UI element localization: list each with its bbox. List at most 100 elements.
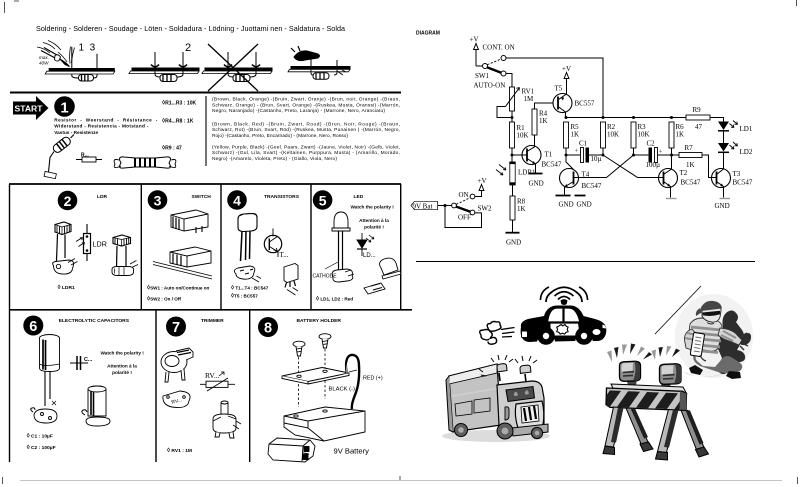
svg-text:3: 3 bbox=[154, 193, 162, 209]
svg-text:T1: T1 bbox=[545, 151, 553, 159]
svg-text:1K: 1K bbox=[539, 117, 548, 125]
svg-text:SW2: SW2 bbox=[478, 205, 493, 213]
svg-text:2: 2 bbox=[185, 42, 191, 54]
svg-text:BLACK (-): BLACK (-) bbox=[329, 387, 355, 393]
svg-text:R5: R5 bbox=[571, 123, 580, 131]
svg-text:◊ T1...T4 : BC547: ◊ T1...T4 : BC547 bbox=[231, 285, 269, 292]
svg-text:LD...: LD... bbox=[363, 253, 376, 259]
svg-text:◊ C1 : 10µF: ◊ C1 : 10µF bbox=[27, 433, 53, 440]
svg-text:9V Battery: 9V Battery bbox=[334, 447, 370, 456]
svg-text:CATHODE: CATHODE bbox=[313, 274, 338, 280]
svg-text:max.: max. bbox=[39, 55, 49, 60]
svg-text:Schwarz) -(Gul, Lila, Svart) -: Schwarz) -(Gul, Lila, Svart) -(Keltainen… bbox=[212, 150, 400, 156]
svg-text:◊ RV1 : 1M: ◊ RV1 : 1M bbox=[167, 447, 192, 454]
svg-text:ON: ON bbox=[459, 191, 469, 199]
svg-text:LDR: LDR bbox=[93, 240, 107, 249]
svg-text:◊R4...R8 : 1K: ◊R4...R8 : 1K bbox=[162, 118, 194, 125]
svg-text:Widerstand - Resistencia - Mot: Widerstand - Resistencia - Motstand - bbox=[54, 124, 148, 129]
svg-text:7: 7 bbox=[172, 320, 180, 336]
svg-text:100µ: 100µ bbox=[646, 161, 661, 169]
svg-text:LDR: LDR bbox=[97, 194, 108, 200]
svg-text:◊ LDR1: ◊ LDR1 bbox=[58, 284, 75, 291]
svg-text:BC547: BC547 bbox=[582, 182, 602, 190]
svg-text:Attention à la: Attention à la bbox=[107, 364, 137, 369]
svg-text:◊SW2 : On / Off: ◊SW2 : On / Off bbox=[147, 296, 181, 303]
svg-text:C2: C2 bbox=[647, 140, 656, 148]
svg-text:◊T5 : BC557: ◊T5 : BC557 bbox=[231, 293, 258, 300]
svg-text:6: 6 bbox=[29, 319, 37, 335]
svg-text:AUTO-ON: AUTO-ON bbox=[474, 82, 506, 90]
svg-text:T3: T3 bbox=[733, 170, 741, 178]
svg-text:R8: R8 bbox=[517, 198, 526, 206]
svg-text:2: 2 bbox=[64, 193, 72, 209]
svg-text:BC547: BC547 bbox=[733, 179, 753, 187]
svg-text:10K: 10K bbox=[607, 131, 619, 139]
svg-text:T2: T2 bbox=[680, 169, 688, 177]
svg-text:8: 8 bbox=[264, 321, 272, 337]
svg-text:4: 4 bbox=[233, 193, 241, 209]
svg-text:Watch the polarity !: Watch the polarity ! bbox=[101, 351, 145, 356]
svg-text:RED (+): RED (+) bbox=[363, 376, 383, 382]
svg-text:OFF: OFF bbox=[458, 214, 471, 222]
svg-text:ELECTROLYTIC CAPACITORS: ELECTROLYTIC CAPACITORS bbox=[59, 318, 130, 324]
svg-text:GND: GND bbox=[559, 201, 574, 209]
svg-text:T...: T... bbox=[280, 251, 289, 259]
svg-text:1M: 1M bbox=[524, 95, 535, 103]
svg-text:+V: +V bbox=[478, 177, 487, 185]
svg-text:R2: R2 bbox=[607, 123, 616, 131]
svg-text:GND: GND bbox=[577, 201, 592, 209]
svg-text:SW1: SW1 bbox=[475, 72, 490, 80]
svg-text:Soldering - Solderen - Soudage: Soldering - Solderen - Soudage - Löten -… bbox=[36, 24, 345, 33]
svg-text:R9: R9 bbox=[693, 106, 702, 114]
svg-text:Rojo) -(Castanho, Preto, Encar: Rojo) -(Castanho, Preto, Encarnado) - (M… bbox=[212, 133, 348, 139]
svg-text:R6: R6 bbox=[676, 123, 685, 131]
svg-text:R1: R1 bbox=[517, 124, 526, 132]
svg-text:47: 47 bbox=[695, 123, 703, 131]
svg-text:TRIMMER: TRIMMER bbox=[201, 318, 224, 324]
svg-text:1K: 1K bbox=[686, 161, 695, 169]
svg-text:LED: LED bbox=[354, 194, 364, 200]
svg-text:TRANSISTORS: TRANSISTORS bbox=[264, 194, 300, 200]
svg-text:9V Bat: 9V Bat bbox=[413, 203, 433, 211]
svg-text:Watch the polarity !: Watch the polarity ! bbox=[351, 205, 395, 210]
svg-text:BC547: BC547 bbox=[542, 161, 562, 169]
svg-text:(Brown, Black, Orange) -(Bruin: (Brown, Black, Orange) -(Bruin, Zwart, O… bbox=[212, 97, 400, 103]
svg-text:1 3: 1 3 bbox=[79, 43, 96, 54]
svg-text:C1: C1 bbox=[579, 140, 588, 148]
svg-text:R...: R... bbox=[81, 153, 89, 159]
svg-text:SWITCH: SWITCH bbox=[192, 194, 212, 200]
svg-text:Attention à la: Attention à la bbox=[359, 218, 389, 223]
svg-text:T5: T5 bbox=[555, 85, 563, 93]
svg-text:BATTERY HOLDER: BATTERY HOLDER bbox=[297, 318, 342, 324]
svg-text:1K: 1K bbox=[571, 131, 580, 139]
svg-text:40W: 40W bbox=[39, 61, 49, 66]
svg-text:◊SW1 : Auto on/Continue on: ◊SW1 : Auto on/Continue on bbox=[147, 285, 210, 292]
svg-text:RV1: RV1 bbox=[522, 88, 535, 96]
svg-text:Vastus - Resistenze: Vastus - Resistenze bbox=[54, 130, 98, 135]
svg-text:◊R9 : 47: ◊R9 : 47 bbox=[162, 145, 182, 152]
svg-text:polarité !: polarité ! bbox=[364, 224, 384, 229]
svg-text:GND: GND bbox=[715, 202, 730, 210]
svg-text:LD1: LD1 bbox=[740, 125, 753, 133]
svg-text:+V: +V bbox=[470, 36, 479, 44]
svg-text:10K: 10K bbox=[638, 131, 650, 139]
svg-text:1K: 1K bbox=[676, 131, 685, 139]
svg-text:T4: T4 bbox=[582, 171, 590, 179]
svg-text:BC557: BC557 bbox=[575, 100, 595, 108]
svg-text:+: + bbox=[575, 148, 579, 155]
svg-text:◊R1...R3 : 10K: ◊R1...R3 : 10K bbox=[162, 100, 197, 107]
svg-text:+V: +V bbox=[562, 65, 571, 73]
svg-text:GND: GND bbox=[506, 239, 521, 247]
svg-text:Schwarz, Rot) -(Brun, Svart, R: Schwarz, Rot) -(Brun, Svart, Röd) -(Rusk… bbox=[212, 127, 400, 133]
svg-text:Negro) -(Amarelo, Violeta, Pre: Negro) -(Amarelo, Violeta, Preto) - (Gia… bbox=[212, 156, 337, 162]
svg-text:10K: 10K bbox=[517, 132, 529, 140]
svg-text:10µ: 10µ bbox=[591, 155, 602, 163]
svg-text:Schwarz, Orange) - (Brun, Svar: Schwarz, Orange) - (Brun, Svart, Orange)… bbox=[212, 102, 400, 108]
svg-text:GND: GND bbox=[529, 180, 544, 188]
svg-text:R4: R4 bbox=[539, 110, 548, 118]
svg-text:polarité !: polarité ! bbox=[112, 370, 132, 375]
svg-text:1K: 1K bbox=[517, 205, 526, 213]
svg-text:LDR1: LDR1 bbox=[518, 169, 536, 177]
svg-text:BC547: BC547 bbox=[681, 179, 701, 187]
svg-text:◊ C2 : 100µF: ◊ C2 : 100µF bbox=[27, 444, 56, 451]
